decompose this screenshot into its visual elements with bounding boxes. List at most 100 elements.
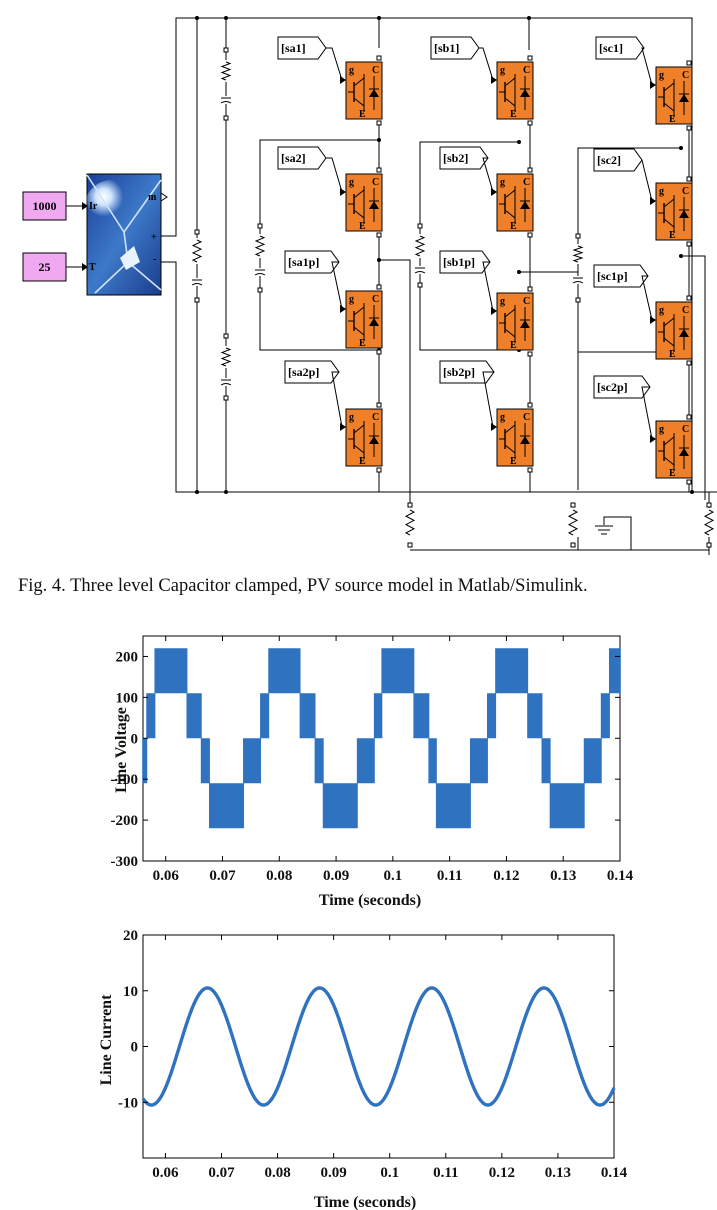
gate-tag-b2: [sb2] bbox=[439, 146, 497, 196]
terminal-port bbox=[223, 333, 229, 339]
figure-caption: Fig. 4. Three level Capacitor clamped, P… bbox=[18, 576, 588, 596]
switch-terminal-bottom bbox=[686, 360, 692, 366]
emitter-pin-label: E bbox=[359, 109, 366, 120]
rc-elements bbox=[191, 16, 715, 548]
gate-pin-label: g bbox=[659, 424, 664, 435]
x-tick-label: 0.06 bbox=[153, 868, 180, 884]
voltage-xlabel: Time (seconds) bbox=[319, 892, 421, 909]
gate-tag-label-c2: [sc2] bbox=[597, 153, 621, 167]
terminal-port bbox=[194, 297, 200, 303]
switch-terminal-top bbox=[376, 284, 382, 290]
y-tick-label: 200 bbox=[116, 649, 139, 665]
switch-terminal-bottom bbox=[376, 120, 382, 126]
switch-terminal-top bbox=[686, 414, 692, 420]
gate-pin-label: g bbox=[349, 65, 354, 76]
gate-wire bbox=[482, 371, 494, 428]
terminal-port bbox=[407, 502, 413, 508]
gate-tag-c3: [sc1p] bbox=[593, 264, 656, 324]
wire-junction bbox=[527, 16, 531, 20]
x-tick-label: 0.07 bbox=[209, 868, 236, 884]
current-ylabel: Line Current bbox=[98, 994, 115, 1085]
constant-value-irradiance: 1000 bbox=[33, 199, 57, 213]
wire-junction bbox=[690, 490, 694, 494]
switch-terminal-bottom bbox=[527, 120, 533, 126]
y-tick-label: 0 bbox=[131, 1040, 139, 1056]
gate-pin-label: g bbox=[500, 177, 505, 188]
gate-wire bbox=[482, 157, 494, 193]
gate-wire bbox=[641, 275, 653, 321]
pv-port-plus: + bbox=[151, 232, 157, 243]
gate-wire bbox=[641, 47, 653, 86]
y-tick-label: 20 bbox=[123, 928, 138, 944]
gate-tag-label-a1: [sa1] bbox=[281, 41, 306, 55]
gate-tag-label-a3: [sa1p] bbox=[288, 255, 319, 269]
x-tick-label: 0.09 bbox=[323, 868, 349, 884]
gate-tag-label-c3: [sc1p] bbox=[597, 269, 628, 283]
switch-terminal-bottom bbox=[376, 467, 382, 473]
x-tick-label: 0.08 bbox=[266, 868, 292, 884]
x-tick-label: 0.07 bbox=[208, 1165, 235, 1181]
gate-wire bbox=[482, 261, 494, 312]
terminal-port bbox=[706, 542, 712, 548]
switch-terminal-bottom bbox=[686, 125, 692, 131]
pv-array-block: Ir T m + - bbox=[84, 173, 162, 296]
collector-pin-label: C bbox=[523, 177, 530, 188]
pv-port-t: T bbox=[89, 262, 96, 273]
circuit-diagram: 1000 25 bbox=[22, 16, 717, 555]
switch-terminal-top bbox=[527, 402, 533, 408]
switch-terminal-bottom bbox=[686, 241, 692, 247]
x-tick-label: 0.13 bbox=[550, 868, 576, 884]
wire-junction bbox=[517, 140, 521, 144]
terminal-port bbox=[223, 47, 229, 53]
switch-terminal-bottom bbox=[686, 479, 692, 485]
current-series-line bbox=[141, 986, 616, 1107]
gate-tag-b3: [sb1p] bbox=[439, 250, 497, 315]
emitter-pin-label: E bbox=[669, 349, 676, 360]
resistor-clamp-b bbox=[414, 234, 426, 258]
collector-pin-label: C bbox=[682, 305, 689, 316]
y-tick-label: 10 bbox=[123, 984, 138, 1000]
gate-tag-a4: [sa2p] bbox=[284, 360, 346, 431]
resistor-clamp-c bbox=[572, 244, 584, 264]
y-tick-label: 100 bbox=[116, 690, 139, 706]
clamp-wiring bbox=[259, 139, 709, 551]
collector-pin-label: C bbox=[523, 412, 530, 423]
gate-pin-label: g bbox=[659, 186, 664, 197]
y-tick-label: -10 bbox=[118, 1095, 138, 1111]
terminal-port bbox=[223, 395, 229, 401]
collector-pin-label: C bbox=[682, 424, 689, 435]
switch-terminal-bottom bbox=[527, 467, 533, 473]
gate-tag-b1: [sb1] bbox=[430, 36, 497, 84]
terminal-port bbox=[417, 223, 423, 229]
gate-tag-b4: [sb2p] bbox=[439, 360, 497, 431]
emitter-pin-label: E bbox=[669, 114, 676, 125]
gate-tag-label-a2: [sa2] bbox=[281, 151, 306, 165]
gate-tag-label-c1: [sc1] bbox=[599, 41, 623, 55]
gate-tag-a1: [sa1] bbox=[277, 36, 346, 84]
emitter-pin-label: E bbox=[510, 456, 517, 467]
terminal-port bbox=[706, 502, 712, 508]
emitter-pin-label: E bbox=[510, 340, 517, 351]
resistor-input bbox=[191, 238, 203, 264]
voltage-trace bbox=[142, 648, 621, 829]
gate-wire bbox=[641, 159, 653, 202]
terminal-port bbox=[575, 297, 581, 303]
x-tick-label: 0.1 bbox=[380, 1165, 399, 1181]
terminal-port bbox=[407, 542, 413, 548]
emitter-pin-label: E bbox=[510, 109, 517, 120]
x-tick-label: 0.09 bbox=[321, 1165, 347, 1181]
x-tick-label: 0.14 bbox=[601, 1165, 628, 1181]
collector-pin-label: C bbox=[372, 294, 379, 305]
terminal-port bbox=[570, 502, 576, 508]
gate-tag-label-b3: [sb1p] bbox=[443, 255, 475, 269]
